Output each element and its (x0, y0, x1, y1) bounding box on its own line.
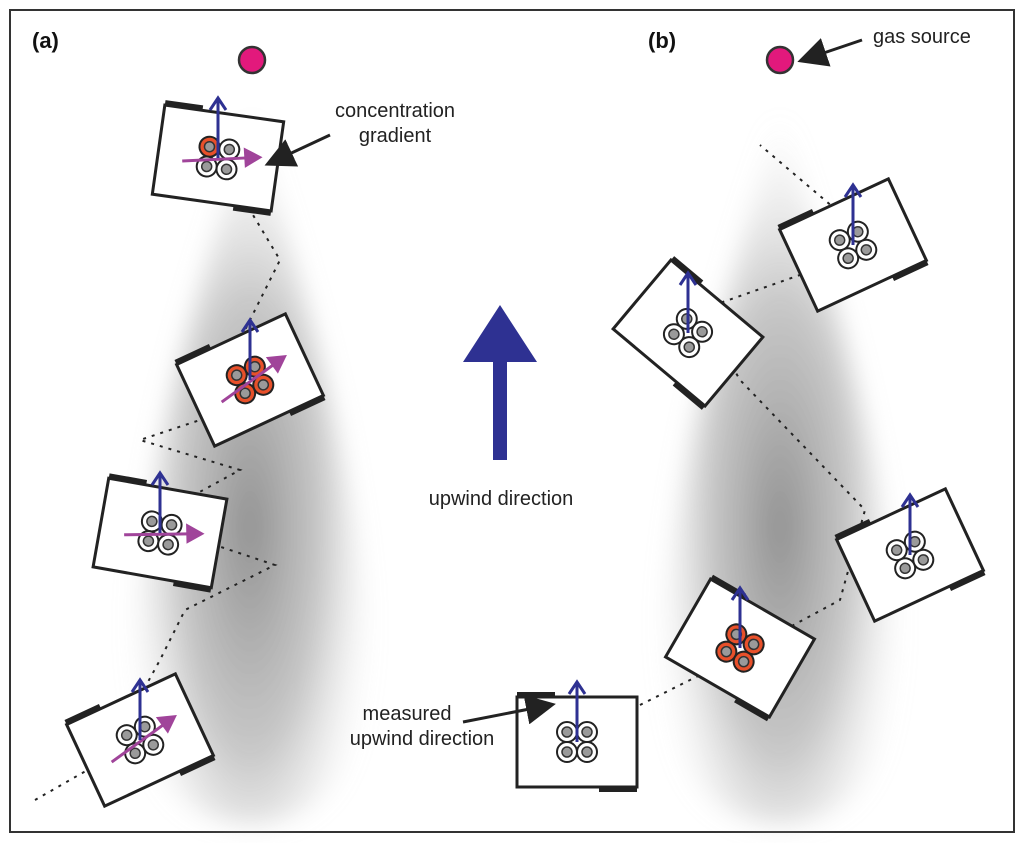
wind-arrow-head (208, 95, 228, 111)
robot-a3 (91, 470, 229, 593)
gradient-arrow-head (155, 715, 177, 734)
gas-sensor-core (223, 143, 236, 156)
gas-sensor-core (890, 544, 903, 556)
robot-a1 (150, 95, 286, 216)
gas-sensor-core (860, 244, 873, 256)
gradient-arrow (220, 363, 275, 404)
measured-upwind-arrow (567, 679, 587, 742)
gas-sensor-core (220, 163, 233, 176)
wind-arrow-head (240, 317, 260, 333)
gradient-arrow-head (186, 523, 205, 544)
robot-b2 (610, 256, 766, 410)
gas-sensor-core (120, 729, 133, 741)
label-concentration: concentration (335, 100, 455, 122)
gas-sensor-core (142, 535, 155, 547)
pointer-gas-source (797, 38, 863, 67)
measured-upwind-arrow (843, 182, 863, 245)
gas-sensor-core (129, 747, 141, 760)
wind-arrow-head (130, 677, 150, 693)
gradient-arrow (110, 723, 165, 764)
gas-sensor-core (146, 515, 158, 528)
robot-b4 (663, 574, 817, 722)
pointer-measured-upwind (462, 694, 556, 725)
gas-sensor-core (239, 387, 251, 400)
gas-sensor-core (833, 234, 846, 246)
robot-a4 (64, 671, 216, 809)
gradient-arrow (124, 532, 189, 537)
panel-label-b: (b) (648, 28, 676, 53)
gas-sensor-core (683, 341, 695, 353)
gas-sensor-core (230, 369, 243, 381)
wind-arrow-head (900, 492, 920, 508)
gas-sensor-core (720, 645, 733, 658)
label-measured-upwind-direction: upwind direction (350, 728, 495, 750)
gas-sensor-core (842, 252, 854, 265)
gas-sensor-core (162, 538, 174, 551)
wind-arrow-head (730, 585, 750, 601)
gas-sensor-core (165, 519, 178, 531)
gas-sensor-core (581, 726, 593, 738)
label-gas-source: gas source (873, 26, 971, 48)
panel-label-a: (a) (32, 28, 59, 53)
wind-arrow-head (678, 270, 698, 286)
gas-sensor-core (899, 562, 911, 575)
measured-upwind-arrow (900, 492, 920, 555)
gas-sensor-core (200, 160, 213, 173)
wind-arrow-head (843, 182, 863, 198)
sensor-array (715, 623, 765, 673)
gas-source-a (237, 45, 267, 75)
upwind-arrow (463, 305, 537, 460)
gradient-arrow-head (243, 147, 263, 168)
gradient-arrow-head (265, 355, 287, 374)
pointer-gradient (264, 133, 331, 167)
gas-sensor-core (696, 326, 708, 338)
gas-sensor-core (668, 328, 680, 340)
measured-upwind-arrow (678, 270, 698, 333)
robots (64, 95, 986, 809)
sensor-array (885, 530, 935, 580)
label-gradient: gradient (359, 125, 432, 147)
gas-sensor-core (917, 554, 930, 566)
gas-sensor-core (747, 638, 760, 651)
gas-sensor-core (147, 739, 160, 751)
robot-b1 (777, 176, 929, 314)
measured-upwind-arrow (150, 470, 170, 533)
measured-upwind-arrow (240, 317, 260, 380)
measured-upwind-arrow (208, 95, 228, 158)
gas-sensor-core (257, 379, 270, 391)
gas-sensor-core (203, 140, 216, 153)
wind-arrow-head (567, 679, 587, 695)
gas-sensor-core (561, 746, 573, 758)
robot-b5 (515, 679, 639, 792)
plume-a (133, 80, 367, 825)
gas-sensor-core (581, 746, 593, 758)
label-upwind-direction: upwind direction (429, 488, 574, 510)
label-measured: measured (363, 703, 452, 725)
gas-sensor-core (561, 726, 573, 738)
gradient-arrow (182, 156, 247, 163)
robot-b3 (834, 486, 986, 624)
wind-arrow-head (150, 470, 170, 486)
measured-upwind-arrow (730, 585, 750, 648)
robot-a2 (174, 311, 326, 449)
gas-source-b (765, 45, 795, 75)
measured-upwind-arrow (130, 677, 150, 740)
gas-sensor-core (737, 655, 750, 668)
